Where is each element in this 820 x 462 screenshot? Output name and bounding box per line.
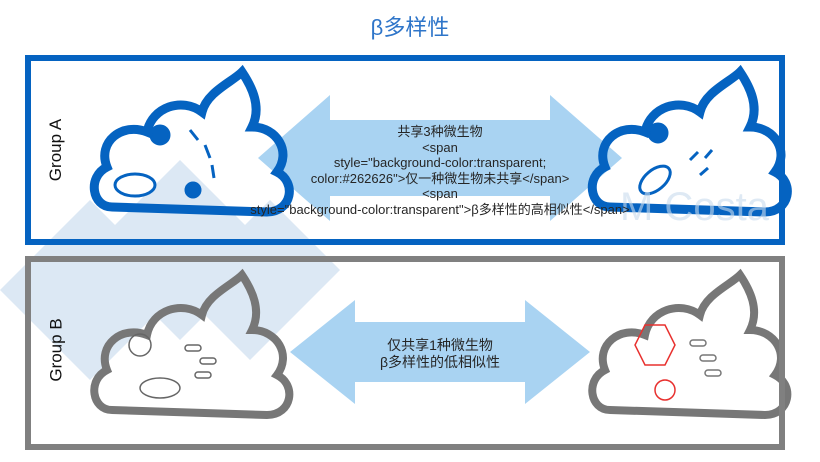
microbes-a-left xyxy=(113,124,216,199)
arrow-text-line: style="background-color:transparent">β多样… xyxy=(250,201,630,217)
group-a-label: Group A xyxy=(46,118,66,182)
arrow-text-line: 仅共享1种微生物 xyxy=(387,337,493,353)
microbes-b-left xyxy=(128,333,217,399)
group-b-panel xyxy=(25,256,785,450)
arrow-text-line: <span xyxy=(422,186,458,201)
double-arrow-a xyxy=(258,95,622,221)
arrow-text-line: color:#262626">仅一种微生物未共享</span> xyxy=(310,170,570,186)
group-a-arrow-text: 共享3种微生物 <span style="background-color:tr… xyxy=(180,124,700,217)
double-arrow-b xyxy=(290,300,590,404)
group-a-panel xyxy=(25,55,785,245)
group-b-label: Group B xyxy=(46,318,66,382)
microbes-a-right xyxy=(638,122,714,196)
arrow-text-line: <span xyxy=(422,139,458,155)
arrow-text-line: β多样性的低相似性 xyxy=(379,354,501,370)
page-title: β多样性 xyxy=(370,15,450,40)
watermark-text: M Costa xyxy=(620,185,769,229)
arrow-text-line: 共享3种微生物 xyxy=(397,124,483,139)
arrow-text-line: style="background-color:transparent; xyxy=(333,155,547,170)
group-b-arrow-text: 仅共享1种微生物 β多样性的低相似性 xyxy=(290,337,590,371)
microbes-b-right xyxy=(634,324,676,401)
